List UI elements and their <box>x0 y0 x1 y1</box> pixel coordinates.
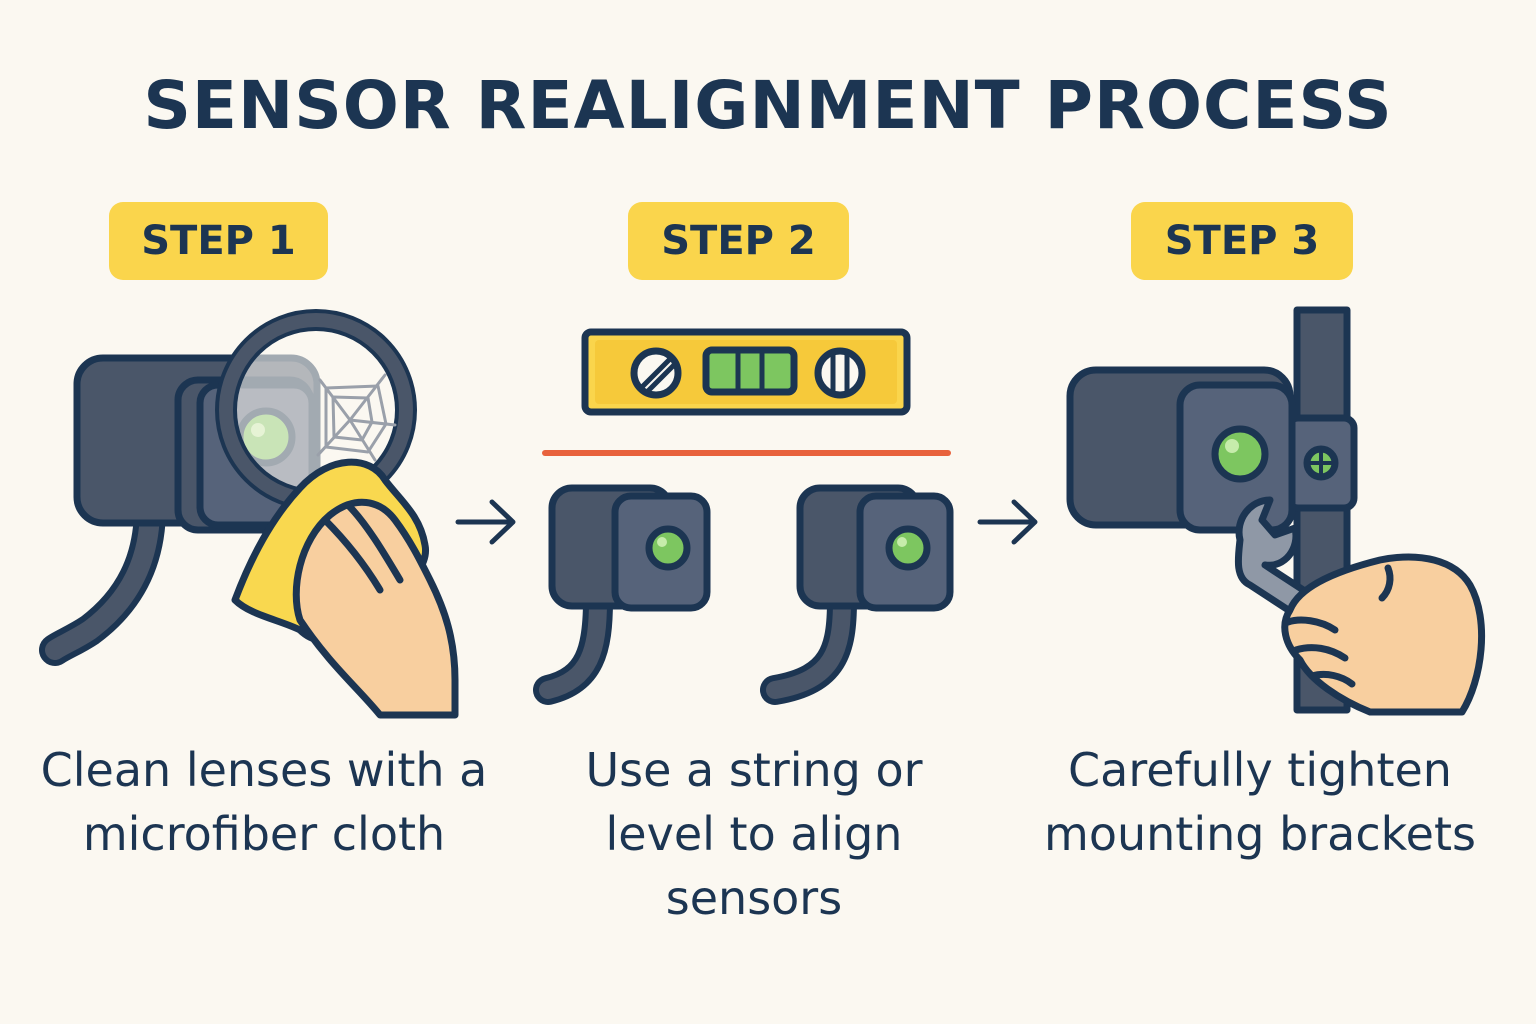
arrow-icon <box>977 499 1038 545</box>
step-2-badge: STEP 2 <box>628 202 849 280</box>
step-1-illustration <box>39 309 459 719</box>
page-title: SENSOR REALIGNMENT PROCESS <box>143 67 1393 144</box>
hand-icon <box>292 498 459 719</box>
arrow-icon <box>455 499 516 545</box>
step-3-badge: STEP 3 <box>1131 202 1353 280</box>
spirit-level-icon <box>581 328 911 416</box>
step-3-illustration <box>1066 306 1486 716</box>
hand-icon <box>1281 553 1486 716</box>
cobweb-icon <box>316 373 397 462</box>
sensor-icon <box>1066 366 1296 534</box>
sensor-icon <box>548 484 711 612</box>
step-1-badge: STEP 1 <box>109 202 328 280</box>
step-2-illustration <box>533 328 954 705</box>
step-2-caption: Use a string or level to align sensors <box>585 743 923 925</box>
step-1-caption: Clean lenses with a microfiber cloth <box>40 743 488 861</box>
sensor-icon <box>796 484 954 612</box>
step-3-caption: Carefully tighten mounting brackets <box>1044 743 1476 861</box>
